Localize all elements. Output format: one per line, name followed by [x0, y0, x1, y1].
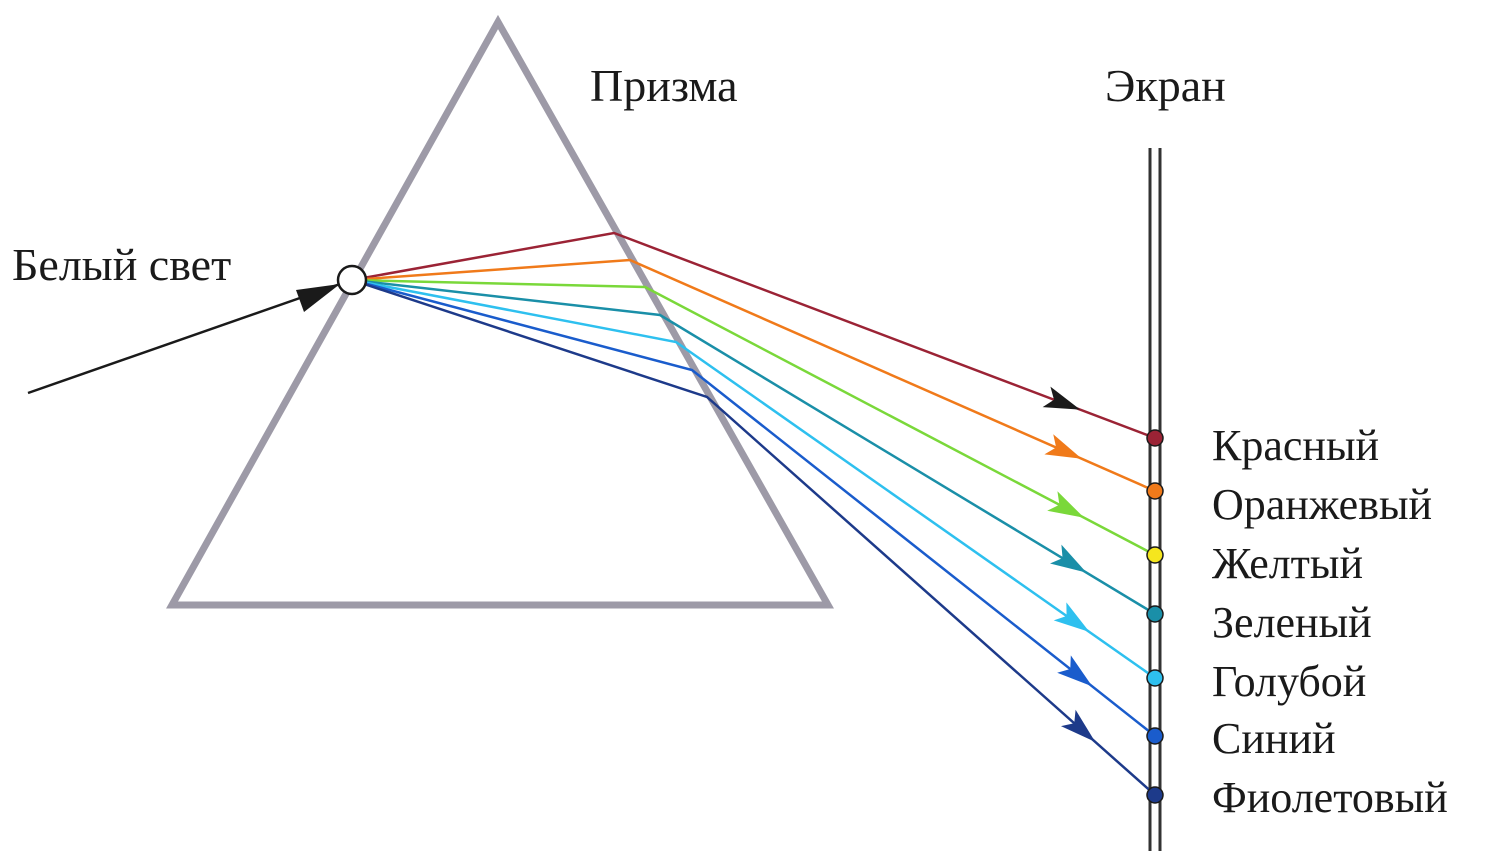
- incoming-ray: [27, 282, 341, 395]
- arrowhead-green: [1050, 544, 1087, 573]
- ray-line-yellow: [351, 278, 1156, 557]
- prism-label: Призма: [590, 60, 738, 111]
- ray-line-green: [351, 278, 1156, 616]
- screen-dot-yellow: [1146, 546, 1164, 564]
- screen-label: Экран: [1105, 60, 1226, 111]
- arrowhead-blue: [1057, 655, 1093, 687]
- dispersed-rays: [351, 231, 1164, 804]
- color-label-violet: Фиолетовый: [1212, 773, 1448, 822]
- color-label-green: Зеленый: [1212, 598, 1372, 647]
- ray-line-orange: [351, 258, 1156, 493]
- screen-dot-violet: [1146, 786, 1164, 804]
- screen-dot-green: [1146, 605, 1164, 623]
- ray-violet: [351, 278, 1164, 804]
- entry-point: [336, 264, 368, 296]
- ray-line-cyan: [351, 278, 1156, 680]
- color-label-cyan: Голубой: [1212, 657, 1366, 706]
- ray-line-violet: [351, 278, 1156, 796]
- arrowhead-cyan: [1053, 602, 1090, 633]
- ray-blue: [351, 278, 1164, 745]
- screen-dot-red: [1146, 429, 1164, 447]
- ray-red: [351, 231, 1164, 447]
- ray-line-blue: [351, 278, 1156, 737]
- screen-dot-blue: [1146, 727, 1164, 745]
- color-label-blue: Синий: [1212, 714, 1336, 763]
- color-label-red: Красный: [1212, 421, 1379, 470]
- ray-orange: [351, 258, 1164, 500]
- arrowhead-orange: [1044, 434, 1082, 459]
- color-label-yellow: Желтый: [1212, 539, 1363, 588]
- arrowhead-yellow: [1047, 491, 1085, 518]
- ray-green: [351, 278, 1164, 623]
- color-label-orange: Оранжевый: [1212, 480, 1432, 529]
- screen-dot-cyan: [1146, 669, 1164, 687]
- ray-yellow: [351, 278, 1164, 564]
- prism-triangle: [166, 14, 835, 609]
- ray-line-red: [351, 231, 1156, 440]
- screen-dot-orange: [1146, 482, 1164, 500]
- arrowhead-violet: [1060, 709, 1096, 742]
- white-light-label: Белый свет: [12, 239, 231, 290]
- incoming-ray-arrowhead: [296, 284, 340, 312]
- arrowhead-red: [1042, 386, 1081, 410]
- ray-cyan: [351, 278, 1164, 687]
